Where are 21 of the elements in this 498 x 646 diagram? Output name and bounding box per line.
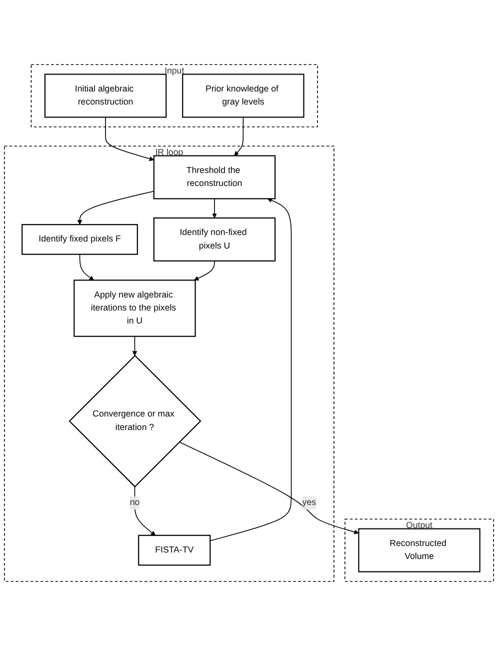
arrow: [212, 198, 217, 218]
node-diamond: Convergence or max iteration ?: [68, 354, 202, 488]
edge-label: yes: [302, 498, 316, 508]
arrow: [77, 190, 154, 225]
node-box: Threshold the reconstruction: [153, 155, 276, 200]
edge-label: no: [130, 498, 140, 508]
node-box: FISTA-TV: [138, 534, 211, 566]
arrow: [210, 198, 292, 542]
node-box: Identify fixed pixels F: [22, 224, 138, 255]
node-box: Reconstructed Volume: [358, 528, 480, 572]
arrow: [178, 442, 359, 534]
arrow: [134, 486, 156, 536]
node-box: Apply new algebraic iterations to the pixels in U: [74, 280, 196, 337]
arrow: [105, 116, 154, 162]
arrow: [132, 336, 138, 356]
node-box: Initial algebraic reconstruction: [44, 74, 167, 118]
node-box: Prior knowledge of gray levels: [182, 74, 304, 118]
arrow: [79, 254, 94, 280]
arrow: [194, 260, 215, 281]
arrow: [234, 116, 244, 156]
node-box: Identify non-fixed pixels U: [153, 217, 276, 262]
